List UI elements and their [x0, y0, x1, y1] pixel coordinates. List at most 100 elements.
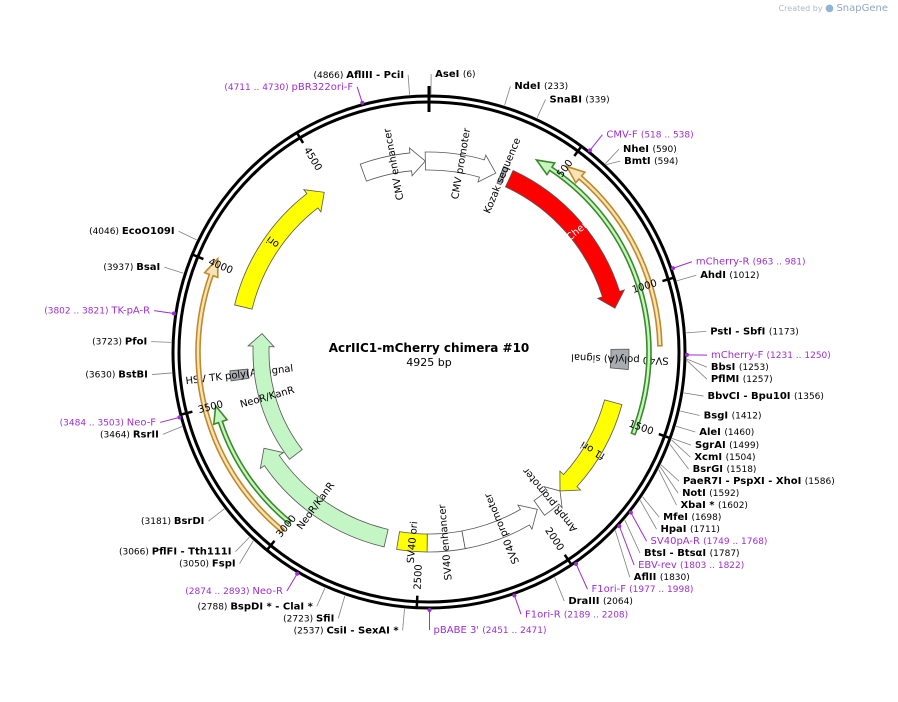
site-fspi[interactable]: (3050) FspI — [179, 559, 235, 570]
site-position: (3723) — [92, 338, 125, 348]
site-position: (3181) — [141, 517, 174, 527]
tick-2500 — [415, 595, 419, 609]
leader-xbai — [658, 469, 677, 506]
site-ahdi[interactable]: AhdI (1012) — [700, 270, 759, 281]
site-rsrii[interactable]: (3464) RsrII — [100, 429, 159, 440]
site-name: XcmI — [694, 452, 725, 463]
site-pflmi[interactable]: PflMI (1257) — [711, 374, 773, 385]
site-bbvci-bpu10i[interactable]: BbvCI - Bpu10I (1356) — [707, 391, 823, 402]
tick-4500 — [295, 131, 305, 144]
site-f1ori-r[interactable]: F1ori-R (2189 .. 2208) — [525, 609, 628, 620]
leader-mfei — [642, 496, 660, 518]
feature-mcherry[interactable] — [504, 169, 626, 309]
feature-hsv-tk-poly-a-signal[interactable] — [229, 368, 250, 382]
site-pbabe-3[interactable]: pBABE 3' (2451 .. 2471) — [434, 625, 547, 636]
site-mcherry-f[interactable]: mCherry-F (1231 .. 1250) — [711, 350, 831, 361]
site-ebv-rev[interactable]: EBV-rev (1803 .. 1822) — [638, 560, 744, 571]
leader-csii-sexai — [402, 608, 405, 631]
site-cmv-f[interactable]: CMV-F (518 .. 538) — [606, 130, 693, 141]
tick-label-2500: 2500 — [413, 564, 425, 590]
feature-ori[interactable] — [234, 189, 325, 310]
site-sgrai[interactable]: SgrAI (1499) — [695, 440, 759, 451]
tick-3000 — [265, 540, 276, 552]
site-bspdi-clai[interactable]: (2788) BspDI * - ClaI * — [198, 601, 314, 612]
site-name: EcoO109I — [122, 226, 175, 237]
site-name: XbaI * — [680, 500, 718, 511]
site-csii-sexai[interactable]: (2537) CsiI - SexAI * — [294, 625, 400, 636]
site-alei[interactable]: AleI (1460) — [699, 427, 754, 438]
site-hpai[interactable]: HpaI (1711) — [661, 524, 720, 535]
site-aflii[interactable]: AflII (1830) — [634, 572, 690, 583]
site-pfoi[interactable]: (3723) PfoI — [92, 337, 147, 348]
site-position: (1803 .. 1822) — [680, 561, 744, 571]
site-asei[interactable]: AseI (6) — [435, 69, 475, 80]
site-btsi-bts-i[interactable]: BtsI - BtsαI (1787) — [644, 548, 740, 559]
site-bmti[interactable]: BmtI (594) — [624, 156, 678, 167]
site-tk-pa-r[interactable]: (3802 .. 3821) TK-pA-R — [44, 306, 150, 317]
primer-mark-f1ori-f — [574, 561, 579, 566]
site-noti[interactable]: NotI (1592) — [682, 488, 739, 499]
site-position: (2874 .. 2893) — [185, 587, 252, 597]
site-bsrgi[interactable]: BsrGI (1518) — [693, 464, 757, 475]
site-ndei[interactable]: NdeI (233) — [514, 81, 568, 92]
feature-cmv-promoter[interactable] — [424, 151, 497, 183]
site-f1ori-f[interactable]: F1ori-F (1977 .. 1998) — [591, 584, 693, 595]
site-neo-f[interactable]: (3484 .. 3503) Neo-F — [60, 417, 157, 428]
site-position: (3630) — [85, 371, 118, 381]
leader-sfii — [337, 595, 346, 619]
site-position: (339) — [585, 96, 609, 106]
site-pbr322ori-f[interactable]: (4711 .. 4730) pBR322ori-F — [224, 82, 353, 93]
site-xbai[interactable]: XbaI * (1602) — [680, 500, 747, 511]
site-sv40pa-r[interactable]: SV40pA-R (1749 .. 1768) — [651, 536, 768, 547]
site-snabi[interactable]: SnaBI (339) — [550, 95, 610, 106]
leader-mcherry-r — [672, 261, 693, 269]
site-bsrdi[interactable]: (3181) BsrDI — [141, 516, 204, 527]
site-bbsi[interactable]: BbsI (1253) — [711, 362, 769, 373]
feature-neor-kanr[interactable] — [247, 332, 303, 460]
site-name: CsiI - SexAI * — [326, 625, 399, 636]
site-bsai[interactable]: (3937) BsaI — [103, 262, 160, 273]
site-psti-sbfi[interactable]: PstI - SbfI (1173) — [710, 326, 799, 337]
site-name: BbvCI - Bpu10I — [707, 391, 794, 402]
feature-mcherry-green-orf[interactable] — [534, 158, 652, 436]
feature-mcherry-orange-orf[interactable] — [564, 165, 663, 347]
site-mcherry-r[interactable]: mCherry-R (963 .. 981) — [696, 257, 806, 268]
primer-mark-mcherry-r — [671, 266, 676, 271]
site-neo-r[interactable]: (2874 .. 2893) Neo-R — [185, 586, 283, 597]
site-name: BspDI * - ClaI * — [230, 601, 313, 612]
feature-sv40-ori[interactable] — [396, 531, 428, 553]
site-position: (3937) — [103, 263, 136, 273]
site-draiii[interactable]: DraIII (2064) — [568, 596, 633, 607]
feature-neor-kanr[interactable] — [259, 447, 389, 548]
feature-ampr-promoter[interactable] — [533, 485, 563, 516]
leader-pflfi-tth111i — [235, 536, 250, 552]
feature-kozak-sequence[interactable] — [496, 165, 509, 186]
site-position: (1231 .. 1250) — [767, 351, 831, 361]
site-pflfi-tth111i[interactable]: (3066) PflFI - Tth111I — [119, 547, 232, 558]
feature-neo-green-orf[interactable] — [212, 403, 293, 525]
site-sfii[interactable]: (2723) SfiI — [283, 613, 334, 624]
site-afliii-pcii[interactable]: (4866) AflIII - PciI — [313, 70, 404, 81]
site-bsgi[interactable]: BsgI (1412) — [704, 411, 762, 422]
site-ecoo109i[interactable]: (4046) EcoO109I — [89, 226, 175, 237]
site-xcmi[interactable]: XcmI (1504) — [694, 452, 755, 463]
site-name: NotI — [682, 488, 709, 499]
site-paer7i-pspxi-xhoi[interactable]: PaeR7I - PspXI - XhoI (1586) — [683, 476, 835, 487]
feature-sv40-promoter[interactable] — [461, 504, 538, 550]
site-nhei[interactable]: NheI (590) — [623, 144, 677, 155]
site-bstbi[interactable]: (3630) BstBI — [85, 370, 148, 381]
site-mfei[interactable]: MfeI (1698) — [663, 512, 721, 523]
site-name: NheI — [623, 144, 652, 155]
leader-ndei — [504, 86, 511, 106]
snapgene-product-text: SnapGene — [836, 3, 888, 14]
site-name: mCherry-R — [696, 257, 753, 268]
site-name: BbsI — [711, 362, 739, 373]
feature-sv40-poly-a-signal[interactable] — [609, 348, 630, 370]
site-name: PflMI — [711, 374, 743, 385]
site-position: (3484 .. 3503) — [60, 418, 127, 428]
site-position: (3066) — [119, 548, 152, 558]
feature-neo-orange-orf[interactable] — [195, 256, 286, 534]
feature-cmv-enhancer[interactable] — [359, 147, 426, 182]
feature-label-sv40-poly-a-signal: SV40 poly(A) signal — [571, 351, 669, 366]
